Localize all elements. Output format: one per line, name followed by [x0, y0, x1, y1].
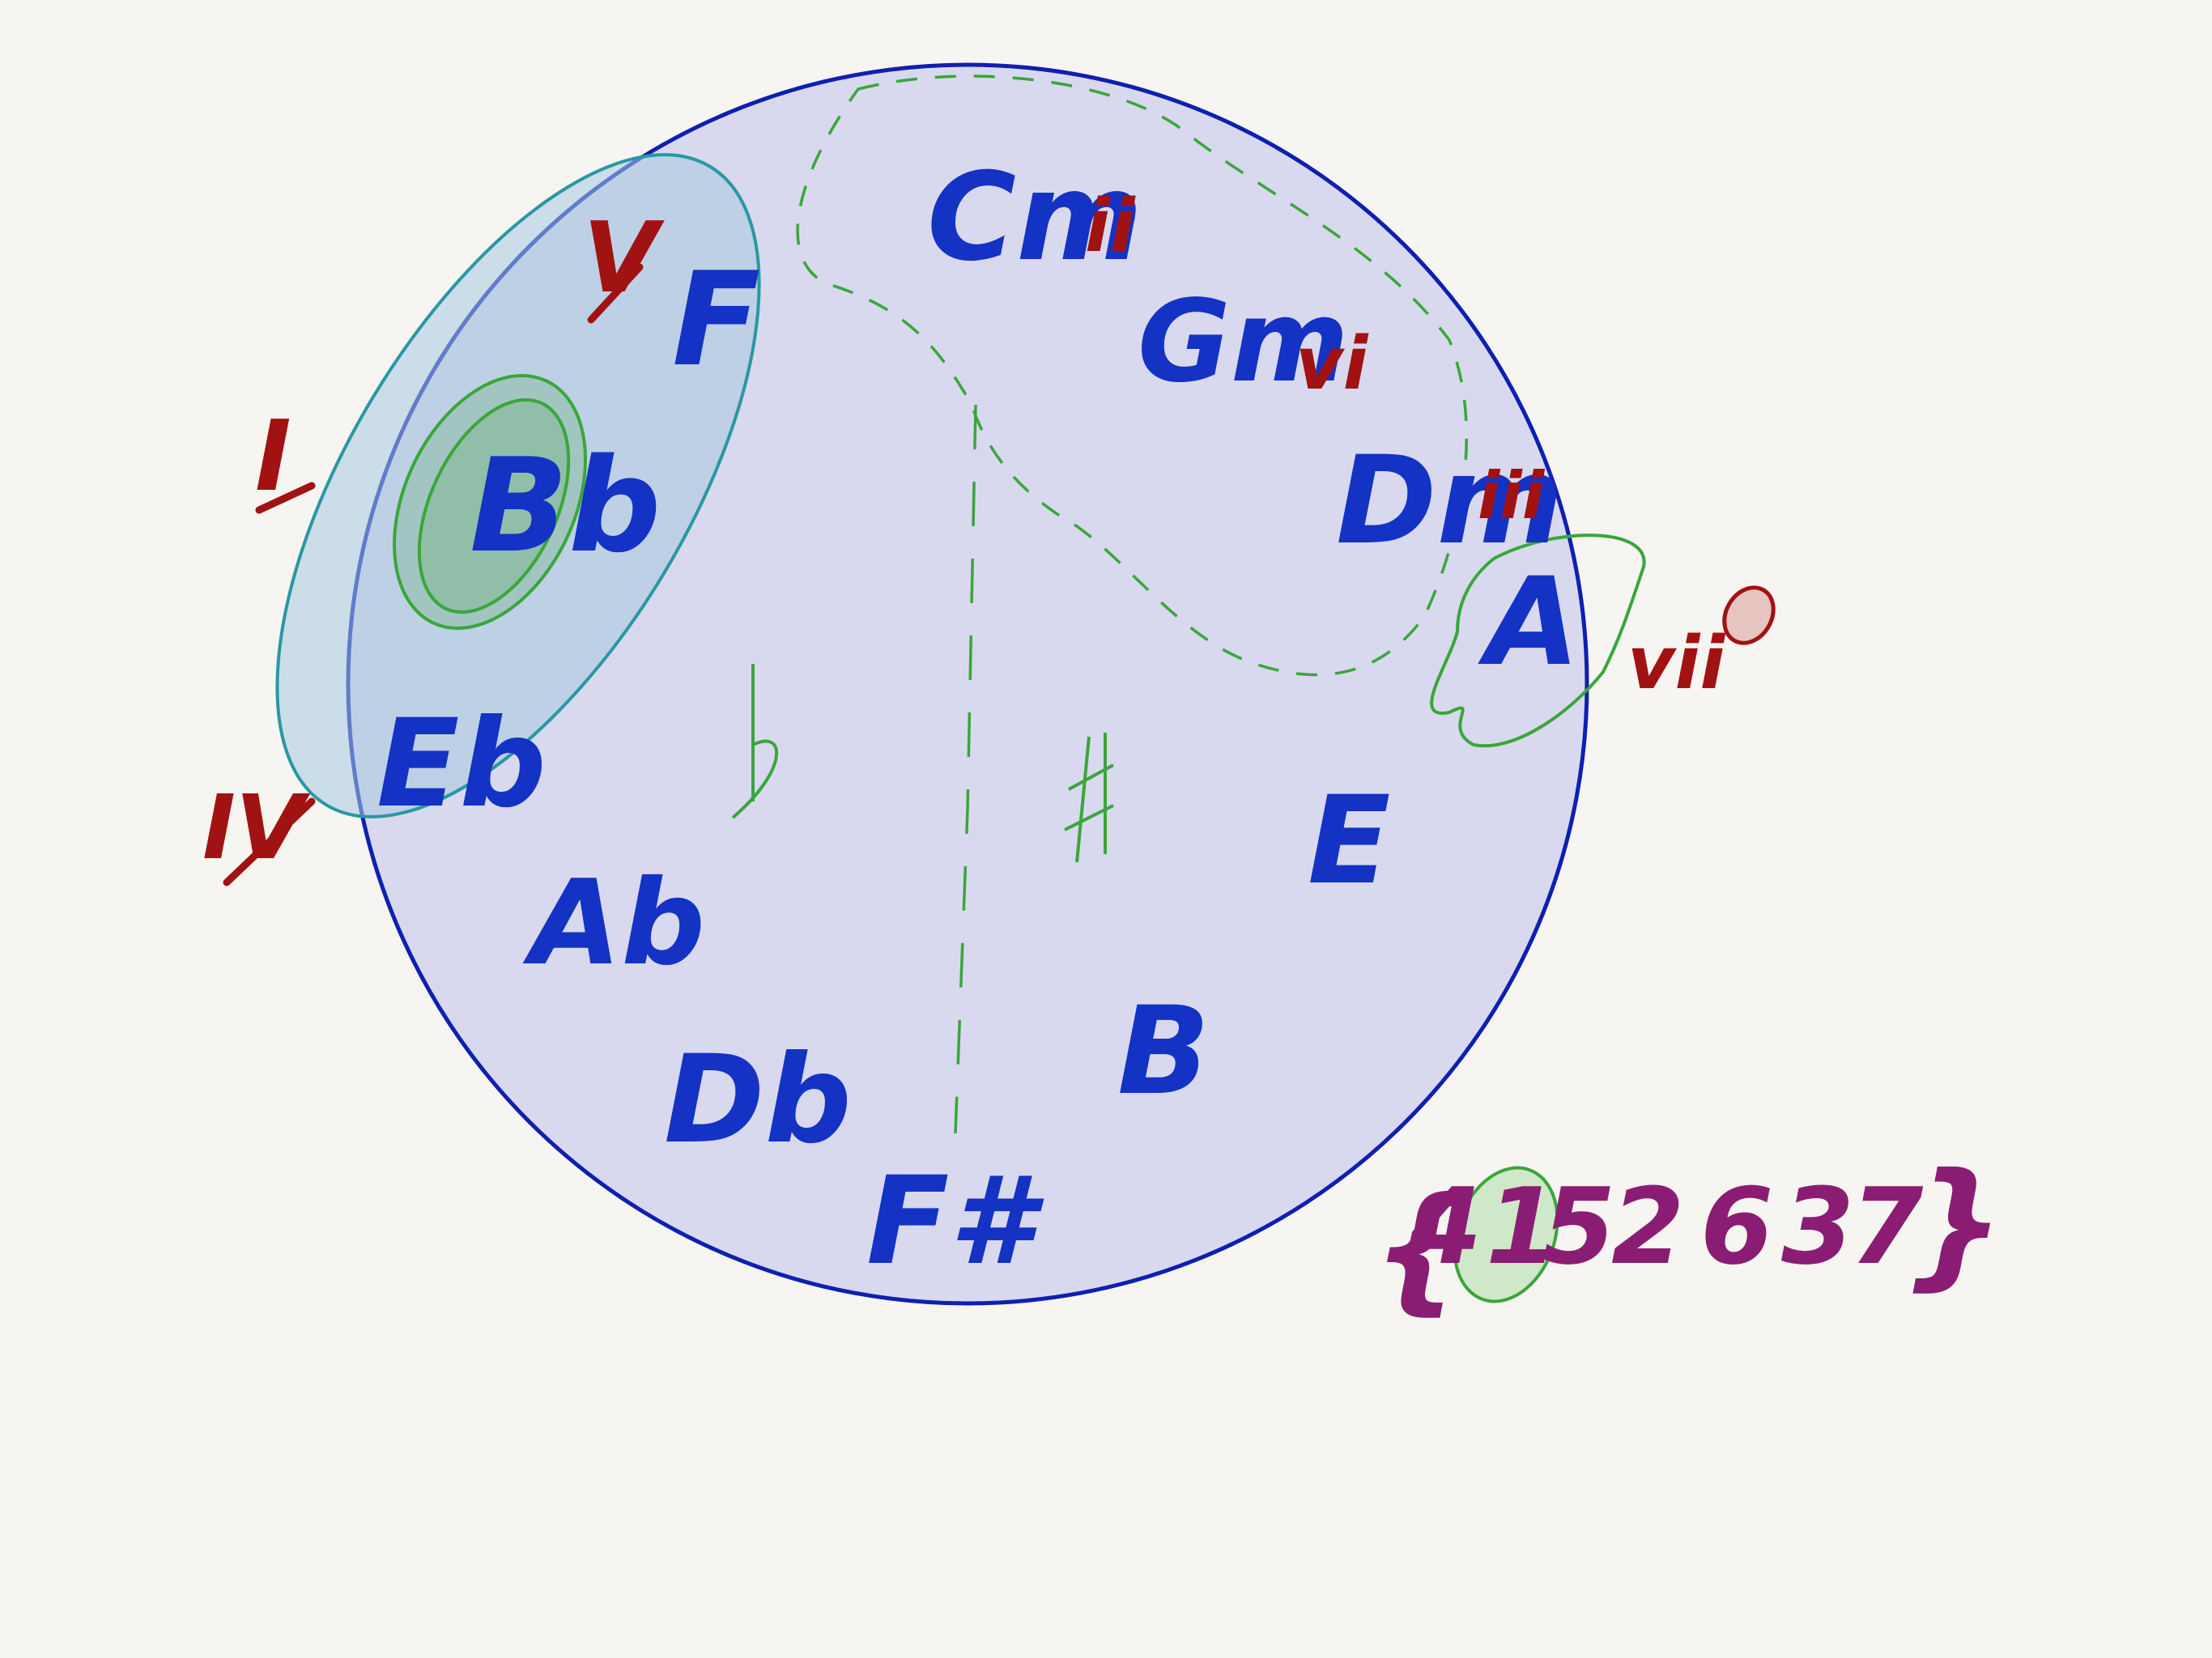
- note-label: F: [672, 244, 760, 395]
- note-label: B: [1117, 981, 1210, 1122]
- roman-numeral: V: [583, 202, 665, 315]
- note-f-sharp: F#: [866, 1151, 1044, 1292]
- sequence-close-brace: }: [1907, 1144, 2005, 1304]
- note-b: B: [1117, 981, 1210, 1122]
- tonic-ring-inner: [417, 397, 571, 614]
- scale-degree-sequence: { 4 1 5 2 6 3 7 }: [1372, 1144, 2005, 1329]
- sharp-region-mark: [1064, 733, 1114, 863]
- note-label: Dm: [1336, 431, 1563, 572]
- sequence-digit: 2: [1611, 1165, 1684, 1288]
- tonic-ring-outer: [393, 374, 587, 630]
- roman-numeral: vi: [1295, 321, 1369, 406]
- note-label: Ab: [522, 855, 705, 992]
- note-db: Db: [664, 1030, 852, 1171]
- roman-numeral: IV: [202, 776, 311, 879]
- minor-chords-region: [796, 74, 1469, 677]
- highlighted-degree-circle: [1453, 1166, 1559, 1303]
- note-eb: Eb IV: [202, 694, 547, 886]
- key-region-highlight: [275, 153, 761, 818]
- sequence-digit: 1: [1486, 1165, 1559, 1288]
- note-label: Gm: [1138, 276, 1349, 408]
- sequence-digit: 5: [1542, 1165, 1615, 1288]
- note-label: Db: [664, 1030, 852, 1171]
- sequence-digit: 3: [1781, 1165, 1854, 1288]
- sequence-open-brace: {: [1372, 1168, 1470, 1329]
- note-label: E: [1308, 771, 1390, 912]
- sequence-digit: 6: [1700, 1165, 1773, 1288]
- note-bb: Bb I: [255, 401, 661, 581]
- symmetry-axis: [954, 404, 977, 1134]
- note-gm: Gm vi: [1138, 276, 1369, 408]
- note-a: A vii o: [1478, 552, 1776, 706]
- sequence-digit: 7: [1850, 1165, 1924, 1288]
- note-label: Bb: [470, 430, 661, 581]
- note-e: E: [1308, 771, 1390, 912]
- roman-numeral: vii: [1627, 621, 1726, 706]
- note-label: A: [1478, 552, 1580, 693]
- note-ab: Ab: [522, 855, 705, 992]
- note-cm: Cm ii: [927, 147, 1142, 288]
- note-label: Cm: [927, 147, 1142, 288]
- leading-tone-squiggle: [1430, 534, 1646, 748]
- roman-numeral: ii: [1085, 184, 1136, 269]
- sequence-digit: 4: [1408, 1165, 1482, 1288]
- note-dm: Dm iii: [1336, 431, 1563, 572]
- flat-region-mark: [731, 664, 778, 819]
- note-label: Eb: [376, 694, 547, 835]
- note-f: F V: [583, 202, 760, 395]
- roman-numeral: iii: [1478, 458, 1546, 534]
- note-label: F#: [866, 1151, 1044, 1292]
- diminished-mark: o: [1722, 585, 1776, 645]
